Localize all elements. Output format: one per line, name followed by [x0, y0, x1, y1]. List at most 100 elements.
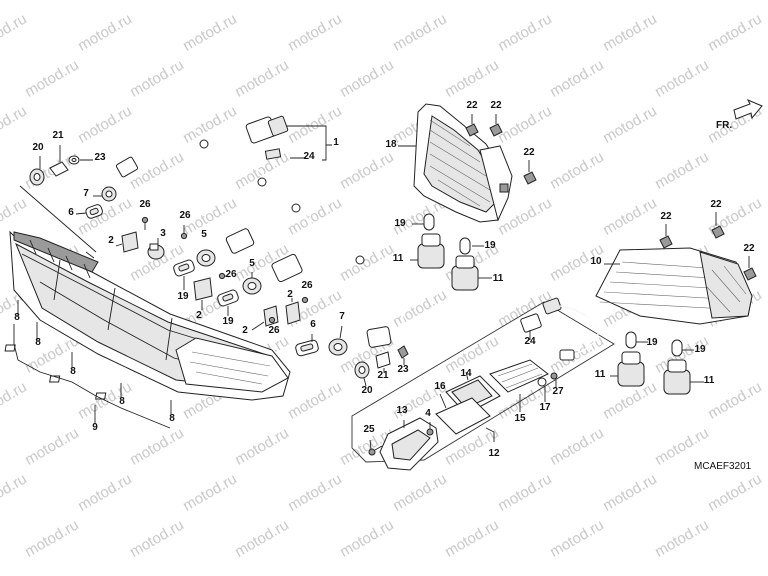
gasket-19b[interactable] [217, 289, 240, 316]
callout-26: 26 [139, 199, 151, 210]
direction-label: FR. [716, 120, 732, 131]
callout-13: 13 [396, 405, 408, 416]
bulb-19f[interactable] [671, 339, 694, 357]
callout-19: 19 [222, 316, 234, 327]
callout-1: 1 [333, 137, 339, 148]
screw-25[interactable] [368, 439, 383, 456]
callout-22: 22 [743, 243, 755, 254]
front-direction-arrow: FR. [716, 99, 763, 131]
socket-5a[interactable] [196, 249, 216, 267]
callout-8: 8 [169, 413, 175, 424]
bulb-socket-7b[interactable] [328, 325, 348, 356]
callout-11: 11 [704, 375, 715, 386]
callout-22: 22 [523, 147, 535, 158]
callout-8: 8 [35, 337, 41, 348]
gasket-6[interactable] [75, 204, 104, 220]
socket-3[interactable] [147, 238, 165, 260]
callout-labels: 1222234556677888889101111111112131415161… [14, 100, 755, 459]
socket-11c[interactable] [610, 351, 645, 387]
callout-3: 3 [160, 228, 166, 239]
callout-10: 10 [590, 256, 602, 267]
bracket-2b[interactable] [193, 277, 213, 310]
callout-20: 20 [32, 142, 44, 153]
socket-5b[interactable] [242, 272, 262, 295]
callout-8: 8 [119, 396, 125, 407]
bulb-19d[interactable] [459, 237, 484, 255]
screw-17-27[interactable] [537, 372, 558, 402]
callout-25: 25 [363, 424, 375, 435]
callout-22: 22 [490, 100, 502, 111]
callout-8: 8 [14, 312, 20, 323]
callout-19: 19 [484, 240, 496, 251]
callout-22: 22 [710, 199, 722, 210]
callout-17: 17 [539, 402, 551, 413]
harness-24b[interactable] [520, 297, 599, 361]
callout-26: 26 [268, 325, 280, 336]
callout-9: 9 [92, 422, 98, 433]
upper-lens-18[interactable] [413, 103, 513, 223]
callout-7: 7 [83, 188, 89, 199]
callout-24: 24 [524, 336, 536, 347]
bulb-19e[interactable] [625, 331, 648, 349]
callout-4: 4 [425, 408, 431, 419]
bulb-socket-7[interactable] [93, 186, 117, 202]
callout-24: 24 [303, 151, 315, 162]
callout-6: 6 [310, 319, 316, 330]
callout-26: 26 [301, 280, 313, 291]
plate-15[interactable] [489, 359, 549, 412]
clip-23b[interactable] [397, 345, 409, 365]
callout-19: 19 [394, 218, 406, 229]
callout-7: 7 [339, 311, 345, 322]
callout-2: 2 [287, 289, 293, 300]
callout-11: 11 [595, 369, 606, 380]
callout-22: 22 [466, 100, 478, 111]
callout-16: 16 [434, 381, 446, 392]
screw-26c[interactable] [218, 272, 230, 280]
gasket-19a[interactable] [173, 259, 196, 290]
callout-23: 23 [94, 152, 106, 163]
gasket-16[interactable] [435, 393, 491, 435]
clips-22-lower[interactable] [659, 212, 757, 281]
callout-21: 21 [377, 370, 389, 381]
socket-11d[interactable] [663, 359, 704, 395]
callout-21: 21 [52, 130, 64, 141]
callout-14: 14 [460, 368, 472, 379]
bracket-2a[interactable] [115, 231, 139, 253]
grommet-20b-21b[interactable] [354, 351, 391, 387]
screw-26e[interactable] [301, 296, 309, 304]
callout-8: 8 [70, 366, 76, 377]
callout-12: 12 [488, 448, 500, 459]
callout-15: 15 [514, 413, 526, 424]
callout-26: 26 [179, 210, 191, 221]
callout-19: 19 [646, 337, 658, 348]
callout-11: 11 [493, 273, 504, 284]
callout-11: 11 [393, 253, 404, 264]
socket-11a[interactable] [410, 233, 445, 269]
callout-2: 2 [108, 235, 114, 246]
diagram-code: MCAEF3201 [694, 461, 752, 472]
callout-5: 5 [249, 258, 255, 269]
wire-harness[interactable] [115, 115, 407, 348]
screw-26b[interactable] [180, 225, 188, 240]
screw-4[interactable] [426, 422, 434, 436]
callout-27: 27 [552, 386, 564, 397]
screw-26a[interactable] [141, 216, 149, 230]
gasket-6b[interactable] [295, 334, 319, 357]
lower-lens-10[interactable] [595, 247, 753, 325]
callout-19: 19 [177, 291, 189, 302]
front-panel-lens[interactable] [9, 230, 291, 401]
lens-13[interactable] [379, 417, 439, 471]
bulb-19c[interactable] [412, 213, 435, 231]
callout-20: 20 [361, 385, 373, 396]
socket-11b[interactable] [451, 255, 492, 291]
callout-26: 26 [225, 269, 237, 280]
bracket-2c[interactable] [285, 298, 301, 325]
callout-22: 22 [660, 211, 672, 222]
clips-22-upper[interactable] [465, 114, 537, 185]
callout-18: 18 [385, 139, 397, 150]
grommet-20-21-23[interactable] [29, 155, 80, 186]
screw-26d[interactable] [268, 316, 276, 324]
callout-5: 5 [201, 229, 207, 240]
callout-2: 2 [196, 310, 202, 321]
